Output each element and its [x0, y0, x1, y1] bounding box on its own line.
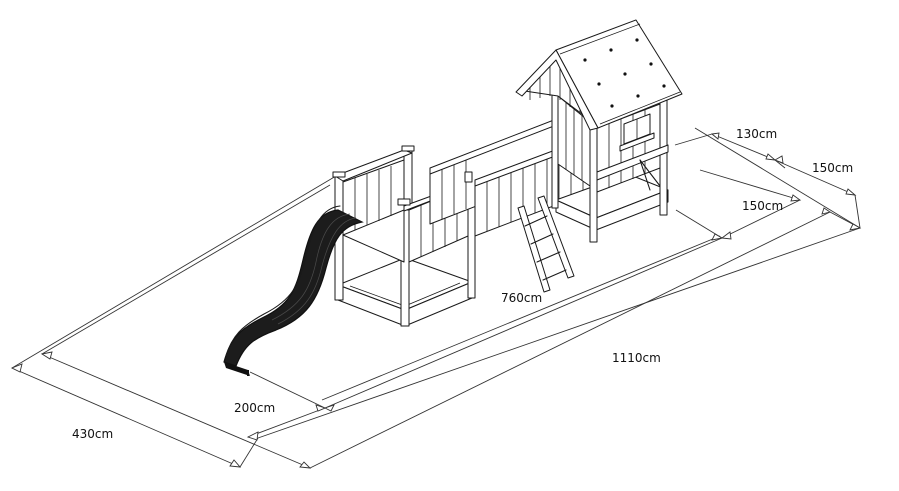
- label-150cm-right: 150cm: [812, 161, 853, 175]
- outer-boundary-left: [11, 175, 337, 369]
- outer-boundary-right: [694, 127, 861, 229]
- label-760cm: 760cm: [501, 291, 542, 305]
- dimension-130-line: [711, 133, 776, 161]
- dimension-labels: 130cm 150cm 150cm 760cm 1110cm 200cm 430…: [72, 127, 853, 441]
- label-130cm: 130cm: [736, 127, 777, 141]
- dimension-lines: [10, 127, 862, 469]
- dimension-1110-line: [257, 227, 861, 439]
- left-platform: [332, 145, 476, 327]
- label-150cm-inner: 150cm: [742, 199, 783, 213]
- dimension-150-right-line: [774, 159, 856, 196]
- dimension-760-line: [324, 237, 723, 409]
- label-1110cm: 1110cm: [612, 351, 661, 365]
- dimension-430-line: [11, 367, 241, 468]
- tower: [515, 19, 683, 243]
- dimension-200-line: [247, 407, 326, 438]
- label-200cm: 200cm: [234, 401, 275, 415]
- dimension-arrowheads: [10, 132, 862, 469]
- ladder: [517, 195, 575, 293]
- label-430cm: 430cm: [72, 427, 113, 441]
- dimension-150-inner-line: [721, 199, 801, 239]
- slide: [223, 205, 364, 376]
- roof-bolts: [583, 38, 666, 108]
